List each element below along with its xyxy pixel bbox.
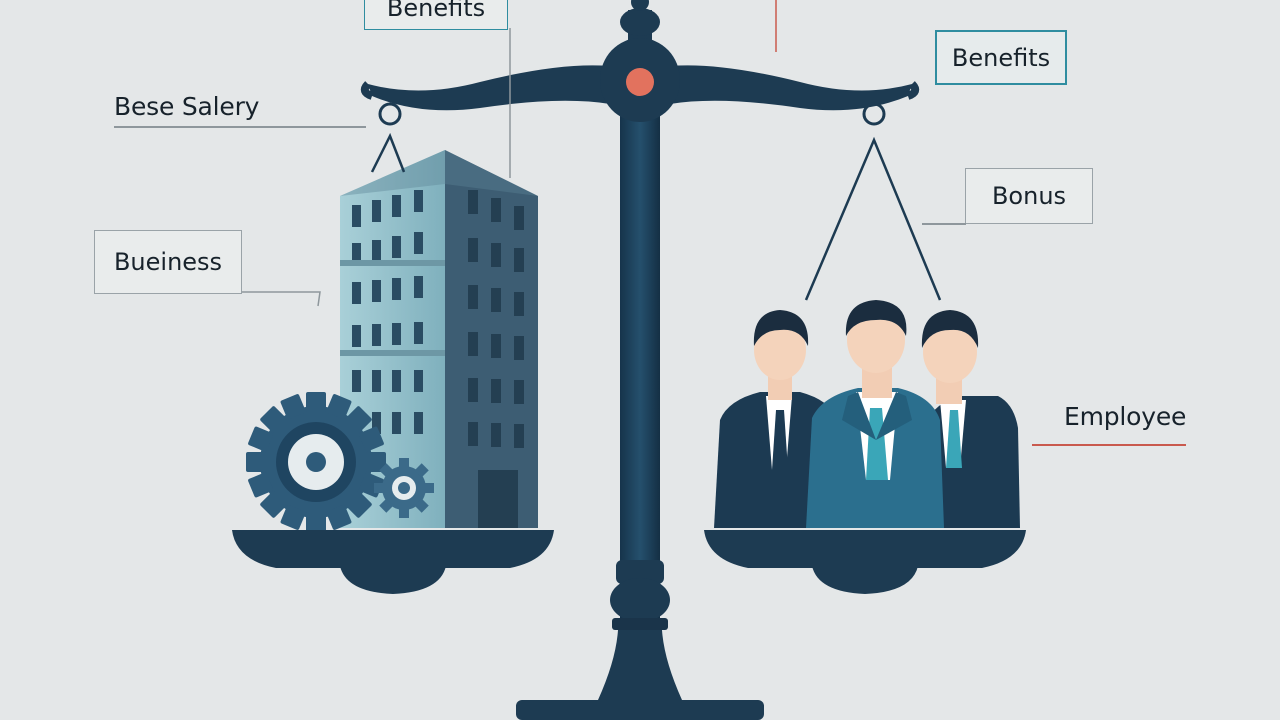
label-bonus: Bonus	[965, 168, 1093, 224]
label-benefits-top-text: Benefits	[386, 0, 486, 22]
label-benefits: Benefits	[935, 30, 1067, 85]
employees-icon	[714, 300, 1020, 528]
employee-underline	[1032, 444, 1186, 446]
label-business-text: Bueiness	[113, 248, 223, 276]
label-bonus-text: Bonus	[991, 182, 1067, 210]
base-salary-underline	[114, 126, 366, 128]
gear-icon	[246, 392, 434, 532]
balance-scale-icon	[232, 0, 1026, 720]
leader-lines	[242, 0, 777, 307]
label-employee: Employee	[1064, 402, 1187, 431]
label-business: Bueiness	[94, 230, 242, 294]
label-benefits-text: Benefits	[951, 43, 1051, 72]
label-benefits-top: Benefits	[364, 0, 508, 30]
label-base-salary: Bese Salery	[114, 92, 260, 121]
bonus-leader-line	[922, 223, 966, 225]
